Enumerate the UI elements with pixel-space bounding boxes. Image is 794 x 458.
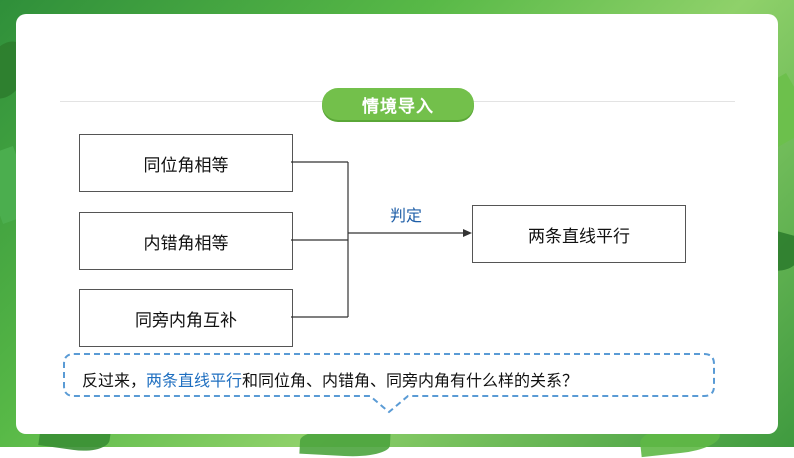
arrow-head-icon (463, 229, 472, 237)
conclusion-label: 两条直线平行 (528, 226, 630, 247)
conclusion-box: 两条直线平行 (472, 205, 686, 263)
question-text: 反过来，两条直线平行和同位角、内错角、同旁内角有什么样的关系？ (82, 371, 712, 391)
condition-label: 同位角相等 (143, 155, 229, 176)
connector-lines (291, 161, 472, 318)
question-highlight: 两条直线平行 (146, 371, 243, 390)
condition-box-corresponding-angles: 同位角相等 (79, 134, 293, 192)
question-prefix: 反过来， (82, 371, 147, 390)
question-suffix: 和同位角、内错角、同旁内角有什么样的关系？ (242, 371, 579, 390)
condition-label: 同旁内角互补 (135, 310, 237, 331)
section-title: 情境导入 (322, 88, 474, 120)
condition-box-alternate-angles: 内错角相等 (79, 212, 293, 270)
condition-box-co-interior-angles: 同旁内角互补 (79, 289, 293, 347)
arrow-label: 判定 (390, 206, 423, 225)
condition-label: 内错角相等 (143, 233, 229, 254)
question-callout (63, 353, 715, 414)
